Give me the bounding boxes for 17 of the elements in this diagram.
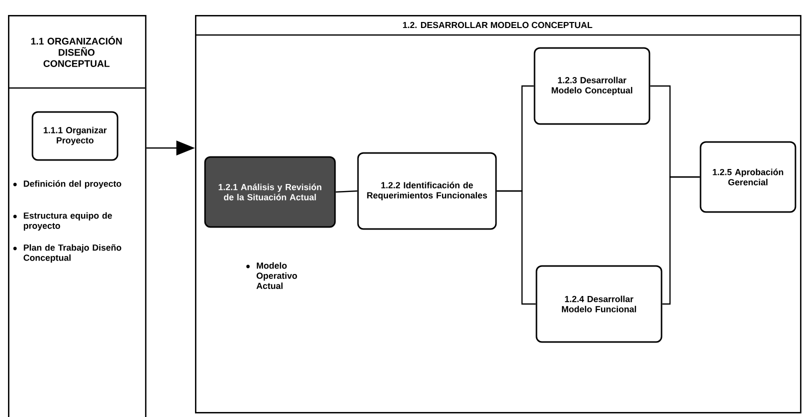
panel [195, 15, 802, 414]
bullet-item: Definición del proyecto [13, 180, 122, 189]
panel-heading: 1.2. DESARROLLAR MODELO CONCEPTUAL [403, 22, 592, 28]
process-box: 1.1.1 Organizar Proyecto [32, 111, 118, 161]
connector [662, 176, 700, 305]
process-box: 1.2.5 Aprobación Gerencial [700, 141, 796, 213]
panel [8, 15, 146, 417]
process-box: 1.2.2 Identificación de Requerimientos Funcionales [357, 152, 497, 230]
process-box: 1.2.1 Análisis y Revisión de la Situación Actual [204, 156, 336, 228]
bullet-note: Modelo Operativo Actual [246, 262, 298, 289]
connector [336, 190, 358, 193]
panel-heading: 1.1 ORGANIZACIÓN DISEÑO CONCEPTUAL [31, 36, 122, 67]
process-box: 1.2.4 Desarrollar Modelo Funcional [536, 265, 662, 343]
connector [496, 190, 536, 305]
process-box: 1.2.3 Desarrollar Modelo Conceptual [534, 47, 650, 125]
bullet-item: Plan de Trabajo Diseño Conceptual [13, 244, 122, 263]
bullet-item: Estructura equipo de proyecto [13, 212, 112, 231]
